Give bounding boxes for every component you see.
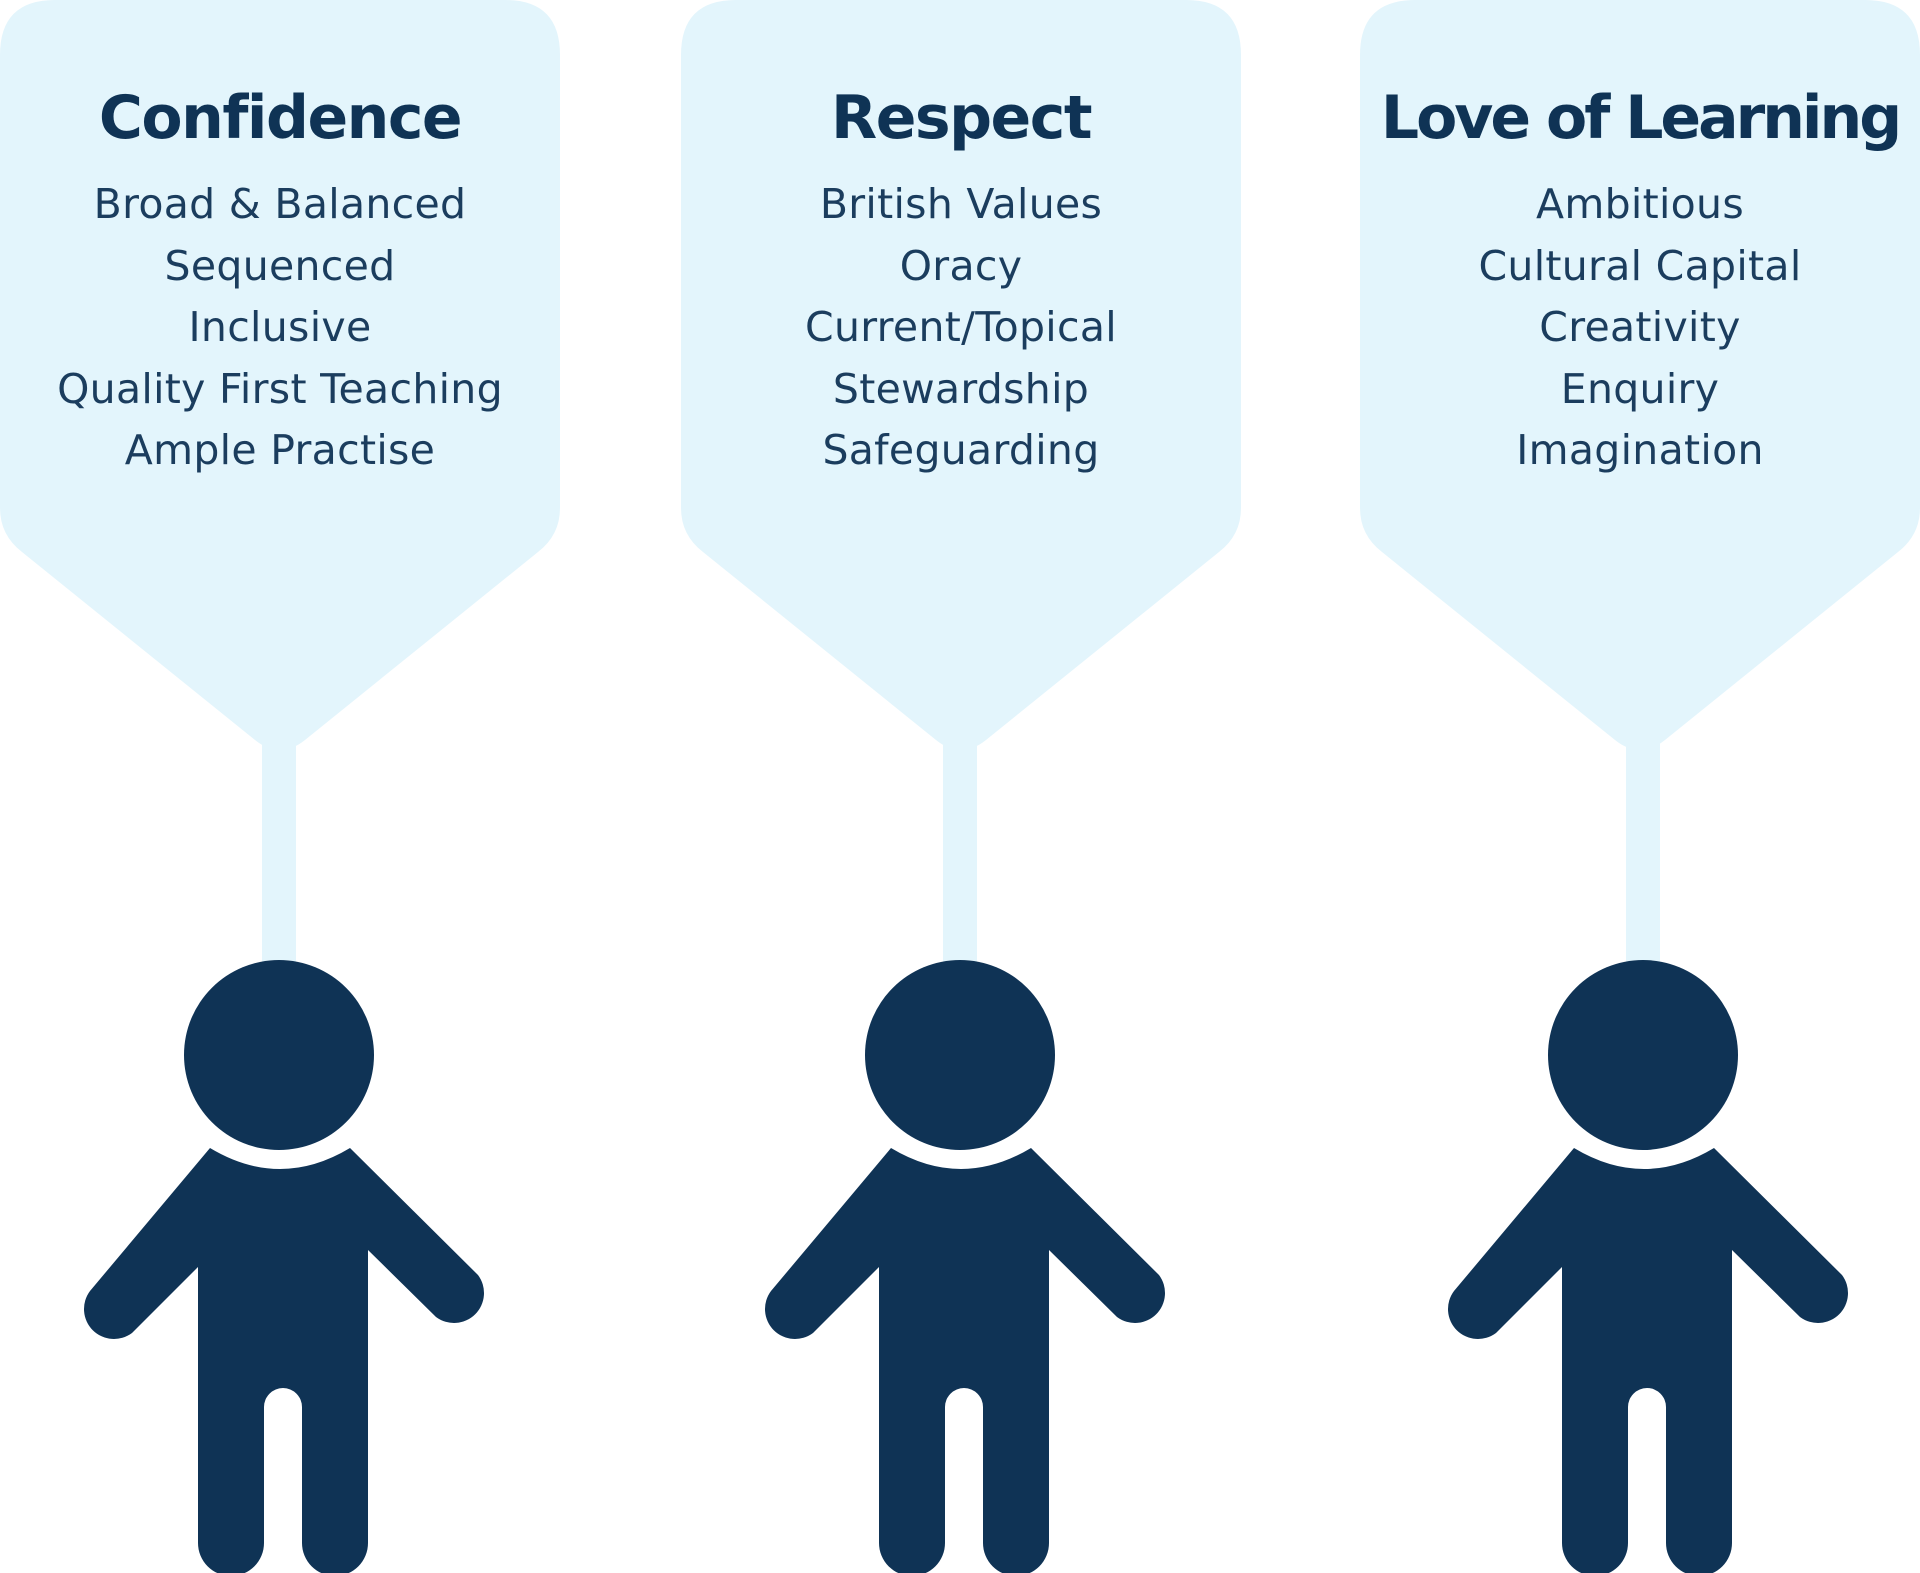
list-item: Inclusive <box>188 303 372 351</box>
list-item: Imagination <box>1516 426 1764 474</box>
column-title: Confidence <box>98 83 463 153</box>
list-item: Quality First Teaching <box>57 364 503 413</box>
list-item: Cultural Capital <box>1478 241 1802 290</box>
pin-background <box>0 0 560 1573</box>
column-confidence: Confidence Broad & Balanced Sequenced In… <box>0 0 560 1573</box>
panel-text: Confidence Broad & Balanced Sequenced In… <box>0 80 560 482</box>
list-item: Ample Practise <box>124 426 436 474</box>
column-respect: Respect British Values Oracy Current/Top… <box>681 0 1241 1573</box>
person-icon <box>765 960 1165 1573</box>
connector-line <box>1626 720 1660 980</box>
panel-text: Respect British Values Oracy Current/Top… <box>681 80 1241 482</box>
list-item: Current/Topical <box>805 303 1117 351</box>
list-item: Ambitious <box>1535 180 1744 228</box>
column-love-of-learning: Love of Learning Ambitious Cultural Capi… <box>1360 0 1920 1573</box>
list-item: British Values <box>819 180 1103 228</box>
list-item: Enquiry <box>1560 364 1720 413</box>
list-item: Broad & Balanced <box>93 180 467 228</box>
panel-text: Love of Learning Ambitious Cultural Capi… <box>1360 80 1920 482</box>
list-item: Oracy <box>899 241 1023 290</box>
list-item: Stewardship <box>832 364 1090 413</box>
item-list: Broad & Balanced Sequenced Inclusive Qua… <box>0 174 560 482</box>
connector-line <box>943 720 977 980</box>
list-item: Creativity <box>1539 303 1741 351</box>
list-item: Safeguarding <box>822 426 1100 474</box>
list-item: Sequenced <box>164 241 396 290</box>
pin-background <box>681 0 1241 1573</box>
person-icon <box>84 960 484 1573</box>
column-title: Love of Learning <box>1380 83 1902 153</box>
person-icon <box>1448 960 1848 1573</box>
column-title: Respect <box>831 83 1093 153</box>
pin-background <box>1360 0 1920 1573</box>
callout-panel <box>681 0 1241 750</box>
callout-panel <box>0 0 560 750</box>
item-list: British Values Oracy Current/Topical Ste… <box>681 174 1241 482</box>
callout-panel <box>1360 0 1920 750</box>
connector-line <box>262 720 296 980</box>
item-list: Ambitious Cultural Capital Creativity En… <box>1360 174 1920 482</box>
